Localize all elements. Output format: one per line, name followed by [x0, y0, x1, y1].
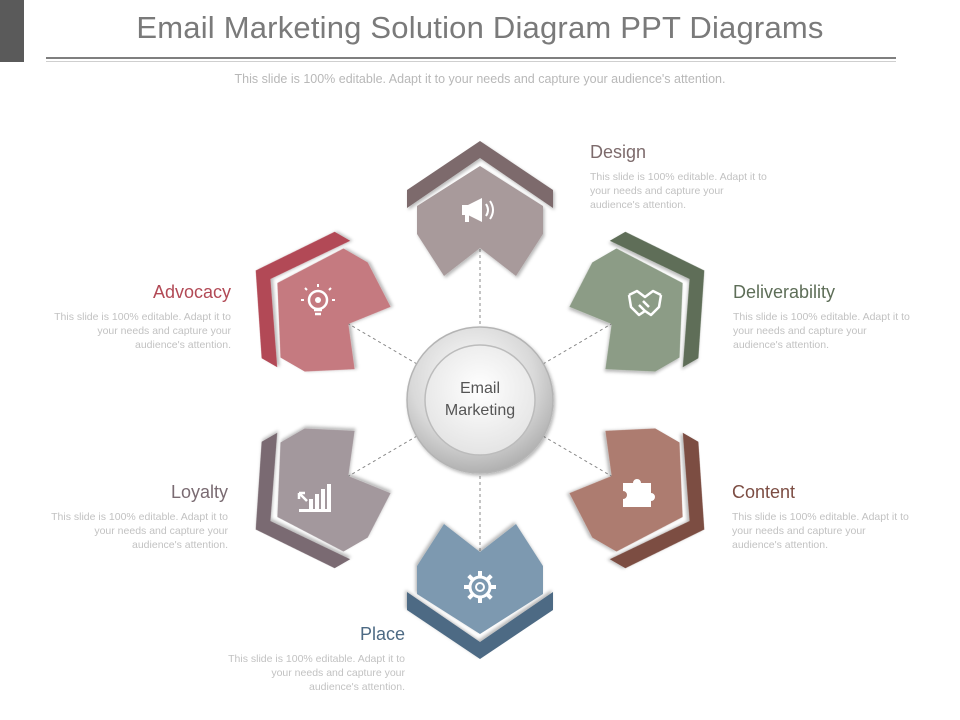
- label-content: Content: [732, 482, 796, 502]
- desc-advocacy: This slide is 100% editable. Adapt it to…: [54, 311, 231, 351]
- center-label-line1: Email: [459, 380, 500, 397]
- lightbulb-icon: [301, 284, 335, 316]
- desc-place: This slide is 100% editable. Adapt it to…: [228, 653, 405, 693]
- label-design: Design: [590, 142, 647, 162]
- corner-accent: [0, 0, 24, 62]
- segment-loyalty-band: [255, 432, 351, 569]
- title-divider: [46, 57, 896, 59]
- title-divider-thin: [46, 61, 896, 62]
- segment-advocacy-band: [255, 231, 351, 368]
- puzzle-icon: [623, 479, 655, 507]
- desc-content: This slide is 100% editable. Adapt it to…: [732, 511, 909, 551]
- desc-design: This slide is 100% editable. Adapt it to…: [590, 171, 767, 211]
- segment-deliverability-body: [569, 248, 683, 372]
- segment-place: [407, 524, 553, 659]
- handshake-icon: [627, 289, 663, 317]
- bar-chart-icon: [297, 484, 331, 512]
- center-label-line2: Marketing: [444, 402, 516, 419]
- connector-deliverability: [542, 322, 614, 365]
- connector-lines: [346, 248, 614, 552]
- label-loyalty: Loyalty: [170, 482, 228, 502]
- segment-advocacy-body: [277, 248, 391, 372]
- connector-advocacy: [346, 322, 418, 365]
- segment-loyalty: [255, 428, 391, 569]
- segment-loyalty-body: [277, 428, 391, 552]
- connector-loyalty: [346, 435, 418, 478]
- label-advocacy: Advocacy: [152, 282, 231, 302]
- segment-advocacy: [255, 231, 391, 372]
- label-deliverability: Deliverability: [733, 282, 836, 302]
- segment-content-band: [609, 432, 705, 569]
- desc-loyalty: This slide is 100% editable. Adapt it to…: [51, 511, 228, 551]
- slide-subtitle: This slide is 100% editable. Adapt it to…: [234, 72, 726, 86]
- center-label: Email Marketing: [420, 378, 540, 422]
- label-place: Place: [359, 624, 405, 644]
- segment-place-body: [417, 524, 543, 634]
- slide-title: Email Marketing Solution Diagram PPT Dia…: [136, 10, 824, 45]
- segment-design-band: [407, 141, 553, 208]
- center-hub: [406, 326, 554, 474]
- gear-icon: [464, 571, 496, 603]
- segment-deliverability-band: [609, 231, 705, 368]
- connector-content: [542, 435, 614, 478]
- segment-deliverability: [569, 231, 705, 372]
- megaphone-icon: [462, 198, 494, 222]
- desc-deliverability: This slide is 100% editable. Adapt it to…: [733, 311, 910, 351]
- segment-place-band: [407, 592, 553, 659]
